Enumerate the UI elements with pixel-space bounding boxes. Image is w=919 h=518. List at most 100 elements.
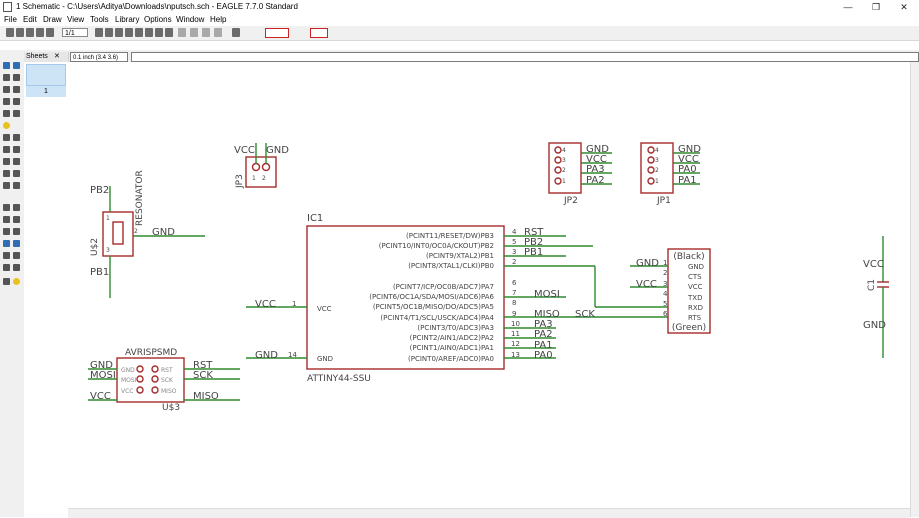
polygon-icon[interactable]: [13, 228, 20, 235]
ftdi-net-vcc: VCC: [636, 279, 657, 290]
rotate-icon[interactable]: [13, 98, 20, 105]
use-library-icon[interactable]: [95, 28, 103, 37]
menu-options[interactable]: Options: [144, 15, 172, 24]
ftdi-pin-num-5: 5: [663, 300, 667, 308]
jp3-name: JP3: [235, 174, 245, 189]
redraw-icon[interactable]: [155, 28, 163, 37]
avrisp-body[interactable]: [116, 357, 185, 403]
open-icon[interactable]: [6, 28, 14, 37]
show-icon[interactable]: [13, 62, 20, 69]
close-button[interactable]: ✕: [900, 2, 908, 12]
jp2-net-pa2: PA2: [586, 175, 605, 186]
horizontal-scrollbar[interactable]: [68, 508, 910, 518]
resonator-net-pb2: PB2: [90, 185, 109, 196]
ic1-net-pb2: PB2: [524, 237, 543, 248]
sheet-number[interactable]: 1: [26, 86, 66, 97]
arc-icon[interactable]: [13, 216, 20, 223]
menu-edit[interactable]: Edit: [23, 15, 37, 24]
invoke-icon[interactable]: [13, 182, 20, 189]
mirror-icon[interactable]: [3, 98, 10, 105]
schematic-drawing: VCC GND 1 2 JP3 4 3 2 1 GND VCC PA3 PA2 …: [88, 142, 889, 413]
menu-view[interactable]: View: [67, 15, 85, 24]
resonator-body[interactable]: [102, 211, 134, 257]
zoom-out-icon[interactable]: [145, 28, 153, 37]
split-icon[interactable]: [3, 182, 10, 189]
net-icon[interactable]: [13, 240, 20, 247]
cam-icon[interactable]: [36, 28, 44, 37]
sheet-thumbnail[interactable]: [26, 64, 66, 86]
junction-icon[interactable]: [3, 252, 10, 259]
ic1-pin-label-pb0: (PCINT8/XTAL1/CLKI)PB0: [408, 262, 494, 270]
move-icon[interactable]: [3, 86, 10, 93]
sheet-select[interactable]: 1/1: [62, 28, 88, 37]
ic1-net-pa1: PA1: [534, 340, 553, 351]
jp2-body[interactable]: [548, 142, 582, 194]
maximize-button[interactable]: ❐: [871, 2, 881, 12]
copy-icon[interactable]: [13, 86, 20, 93]
zoom-select-icon[interactable]: [165, 28, 173, 37]
element14-icon[interactable]: [310, 28, 328, 38]
info-icon[interactable]: [3, 62, 10, 69]
pinswap-icon[interactable]: [3, 146, 10, 153]
print-icon[interactable]: [26, 28, 34, 37]
paste-icon[interactable]: [3, 122, 10, 129]
command-input[interactable]: [131, 52, 919, 62]
menu-tools[interactable]: Tools: [90, 15, 109, 24]
menu-library[interactable]: Library: [115, 15, 140, 24]
panel-close-icon[interactable]: ✕: [54, 53, 60, 60]
errors-icon[interactable]: [13, 278, 20, 285]
mark-icon[interactable]: [13, 74, 20, 81]
help-icon[interactable]: [232, 28, 240, 37]
smash-icon[interactable]: [3, 170, 10, 177]
ftdi-bottom-label: (Green): [672, 323, 706, 333]
group-icon[interactable]: [3, 110, 10, 117]
jp2-pin-4: 4: [562, 147, 566, 154]
save-icon[interactable]: [16, 28, 24, 37]
avrisp-pin-sck: SCK: [161, 377, 174, 384]
ic1-pin-num-4: 4: [512, 228, 517, 236]
menu-window[interactable]: Window: [176, 15, 205, 24]
label-icon[interactable]: [13, 252, 20, 259]
display-icon[interactable]: [3, 74, 10, 81]
stop-icon[interactable]: [202, 28, 210, 37]
jp1-net-gnd: GND: [678, 144, 701, 155]
board-icon[interactable]: [46, 28, 54, 37]
ftdi-body[interactable]: [667, 248, 711, 334]
wire-icon[interactable]: [3, 204, 10, 211]
minimize-button[interactable]: —: [843, 2, 853, 12]
rect-icon[interactable]: [3, 228, 10, 235]
ic1-net-pb1: PB1: [524, 247, 543, 258]
value-icon[interactable]: [13, 158, 20, 165]
undo-icon[interactable]: [178, 28, 186, 37]
add-icon[interactable]: [13, 134, 20, 141]
schematic-canvas[interactable]: VCC GND 1 2 JP3 4 3 2 1 GND VCC PA3 PA2 …: [68, 62, 911, 517]
menu-draw[interactable]: Draw: [43, 15, 62, 24]
jp3-body[interactable]: [245, 156, 277, 188]
script-icon[interactable]: [105, 28, 113, 37]
run-ulp-icon[interactable]: [115, 28, 123, 37]
jp1-body[interactable]: [640, 142, 674, 194]
text-icon[interactable]: [13, 204, 20, 211]
resonator-net-gnd: GND: [152, 227, 175, 238]
miter-icon[interactable]: [13, 170, 20, 177]
erc-icon[interactable]: [3, 278, 10, 285]
zoom-in-icon[interactable]: [135, 28, 143, 37]
delete-icon[interactable]: [3, 134, 10, 141]
bus-icon[interactable]: [3, 240, 10, 247]
circle-icon[interactable]: [3, 216, 10, 223]
attribute-icon[interactable]: [3, 264, 10, 271]
go-icon[interactable]: [214, 28, 222, 37]
redo-icon[interactable]: [190, 28, 198, 37]
name-icon[interactable]: [3, 158, 10, 165]
replace-icon[interactable]: [13, 146, 20, 153]
ftdi-pin-num-1: 1: [663, 259, 667, 267]
dimension-icon[interactable]: [13, 264, 20, 271]
change-icon[interactable]: [13, 110, 20, 117]
menu-file[interactable]: File: [4, 15, 17, 24]
design-link-icon[interactable]: [265, 28, 289, 38]
vertical-scrollbar[interactable]: [910, 62, 919, 517]
ftdi-pin-num-3: 3: [663, 280, 667, 288]
zoom-fit-icon[interactable]: [125, 28, 133, 37]
ic1-pin-label-pa6: (PCINT6/OC1A/SDA/MOSI/ADC6)PA6: [369, 293, 494, 301]
menu-help[interactable]: Help: [210, 15, 227, 24]
